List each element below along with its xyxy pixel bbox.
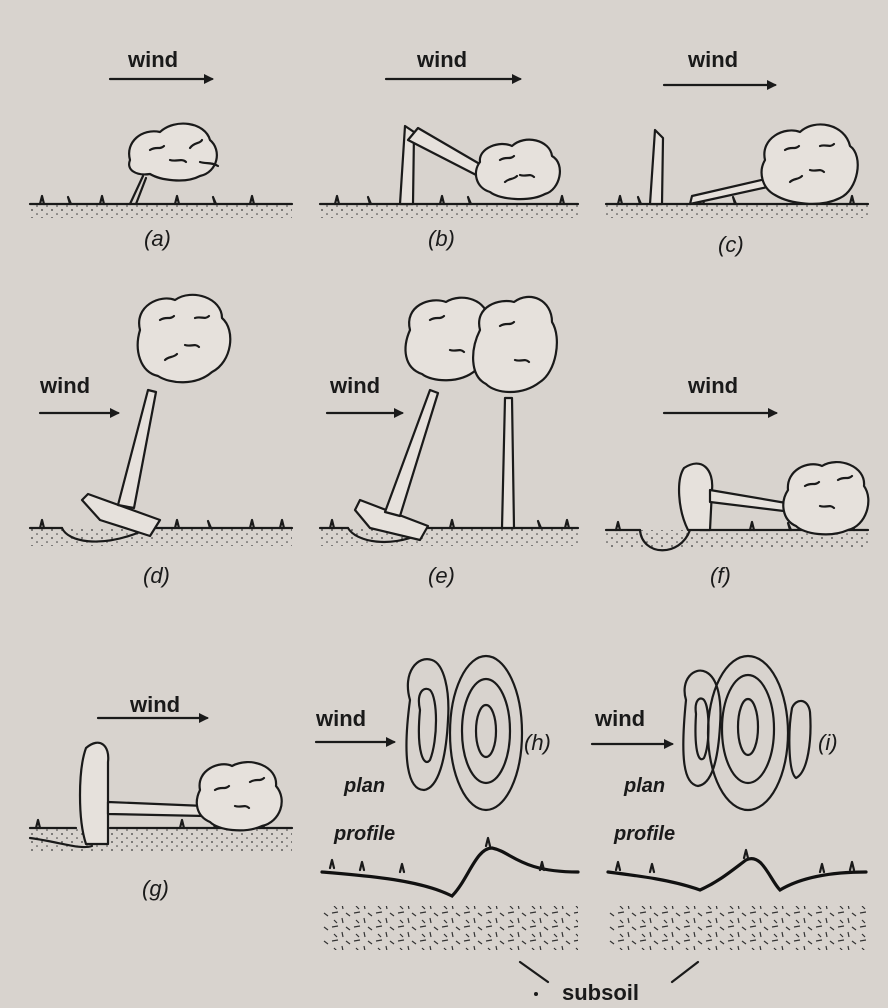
plan-secondary-pit	[789, 701, 810, 778]
plan-mound-inner	[722, 675, 774, 783]
profile-label: profile	[613, 823, 675, 845]
plan-pit-contour	[406, 659, 448, 790]
caption-b: (b)	[428, 226, 455, 251]
panel-e: wind (e)	[320, 297, 578, 588]
caption-c: (c)	[718, 232, 744, 257]
caption-f: (f)	[710, 563, 731, 588]
plan-mound-inner	[462, 679, 510, 783]
caption-e: (e)	[428, 563, 455, 588]
upright-trunk	[502, 398, 514, 528]
caption-i: (i)	[818, 730, 838, 755]
caption-d: (d)	[143, 563, 170, 588]
tree-icon	[130, 176, 146, 204]
plan-pit-core	[419, 689, 436, 762]
snapped-stump	[650, 130, 663, 204]
subsoil-callout: subsoil	[520, 962, 698, 1005]
plan-pit-core	[695, 699, 708, 760]
panel-b: wind (b)	[320, 47, 578, 251]
subsoil-texture	[608, 906, 866, 950]
caption-g: (g)	[142, 876, 169, 901]
plan-label: plan	[623, 775, 665, 797]
panel-h: wind (h) plan profile	[315, 656, 578, 950]
crown	[762, 124, 858, 203]
panel-d: wind (d)	[30, 295, 292, 588]
profile-surface	[608, 859, 866, 890]
wind-label: wind	[687, 47, 738, 72]
subsoil-texture	[322, 906, 578, 950]
wind-label: wind	[39, 373, 90, 398]
grass	[40, 520, 284, 528]
wind-label: wind	[315, 706, 366, 731]
crown	[197, 762, 282, 830]
subsoil-leader-lines	[520, 962, 698, 982]
wind-label: wind	[687, 373, 738, 398]
panel-a: wind (a)	[30, 47, 292, 251]
root-plate-icon	[679, 464, 712, 530]
profile-label: profile	[333, 823, 395, 845]
plan-mound-core	[738, 699, 758, 755]
fallen-trunk	[108, 802, 205, 816]
panel-c: wind (c)	[606, 47, 868, 257]
soil	[30, 828, 292, 852]
soil	[320, 204, 578, 218]
profile-surface	[322, 848, 578, 896]
soil	[606, 204, 868, 218]
crown	[476, 140, 560, 199]
crown	[783, 462, 868, 534]
plan-label: plan	[343, 775, 385, 797]
plan-mound-core	[476, 705, 496, 757]
leaning-trunk	[385, 390, 438, 516]
wind-label: wind	[127, 47, 178, 72]
caption-a: (a)	[144, 226, 171, 251]
wind-label: wind	[594, 706, 645, 731]
panel-g: wind (g)	[30, 692, 292, 901]
panel-f: wind (f)	[606, 373, 868, 588]
soil	[30, 204, 292, 218]
crown	[138, 295, 231, 382]
root-plate-icon	[80, 743, 108, 844]
panel-i: wind (i) plan profile	[592, 656, 866, 950]
crown	[473, 297, 557, 392]
fallen-trunk	[690, 178, 772, 204]
wind-label: wind	[329, 373, 380, 398]
crown	[129, 124, 217, 181]
subsoil-label: subsoil	[562, 980, 639, 1005]
grass	[40, 196, 254, 204]
wind-label: wind	[129, 692, 180, 717]
leaning-trunk	[118, 390, 156, 508]
caption-h: (h)	[524, 730, 551, 755]
fallen-trunk	[710, 490, 792, 512]
wind-label: wind	[416, 47, 467, 72]
bullet-icon	[534, 992, 538, 996]
